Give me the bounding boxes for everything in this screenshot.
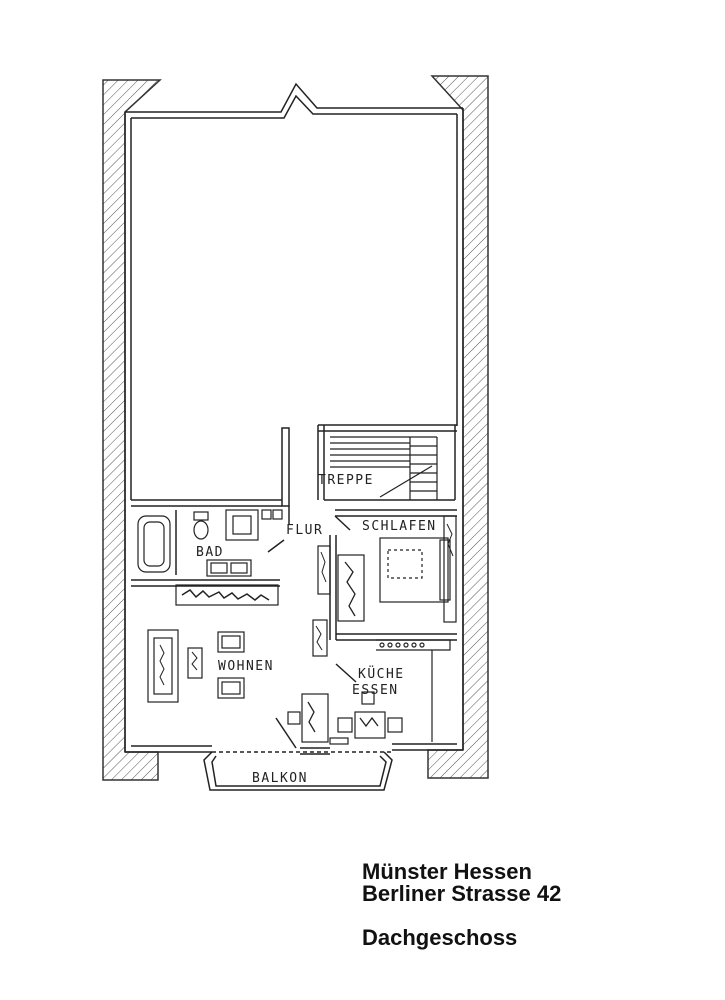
label-bad: BAD xyxy=(196,545,224,560)
cabinet xyxy=(312,545,331,657)
label-treppe: TREPPE xyxy=(318,473,374,488)
interior-walls xyxy=(131,424,457,755)
label-schlafen: SCHLAFEN xyxy=(362,519,437,534)
caption-floor: Dachgeschoss xyxy=(362,925,518,950)
staircase xyxy=(330,436,438,500)
kitchen-counter xyxy=(376,639,451,742)
window-schlafen xyxy=(443,515,457,623)
wardrobe xyxy=(337,554,365,622)
washbasins xyxy=(206,509,283,577)
right-roof-wall xyxy=(427,75,489,779)
label-flur: FLUR xyxy=(286,523,323,538)
sofa xyxy=(147,629,179,703)
label-balkon: BALKON xyxy=(252,771,308,786)
bed xyxy=(379,537,451,603)
armchairs xyxy=(187,631,245,699)
dining-table xyxy=(287,691,403,745)
balcony xyxy=(203,751,393,791)
toilet xyxy=(193,511,209,540)
sideboard xyxy=(175,584,279,606)
caption-street: Berliner Strasse 42 xyxy=(362,881,562,906)
label-kueche: KÜCHE xyxy=(358,665,405,682)
label-essen: ESSEN xyxy=(352,683,399,698)
label-wohnen: WOHNEN xyxy=(218,659,274,674)
shower xyxy=(225,509,259,541)
caption-city: Münster Hessen xyxy=(362,859,532,884)
bathtub xyxy=(137,515,171,573)
outer-walls xyxy=(124,82,464,753)
